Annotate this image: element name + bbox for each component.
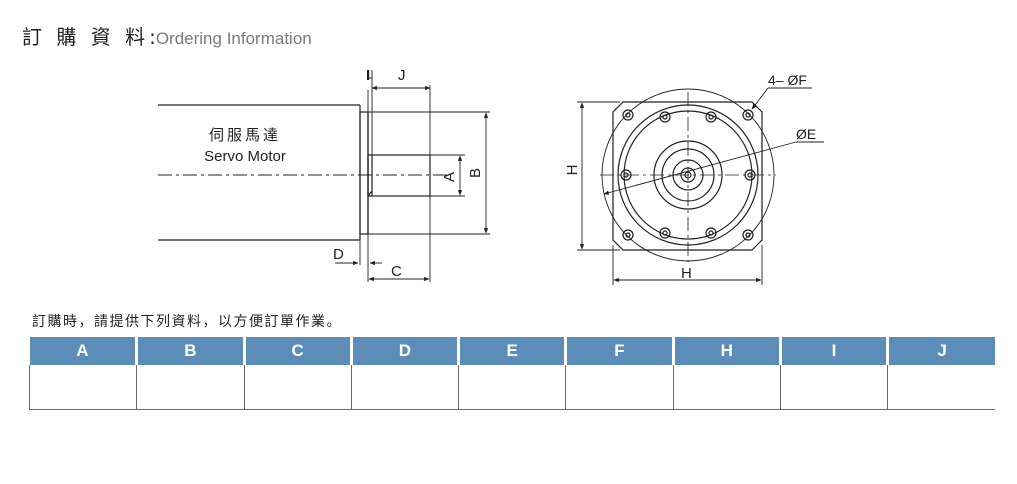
dim-label-j: J	[398, 67, 406, 84]
dim-label-f: 4– ØF	[768, 72, 807, 88]
spec-value-h[interactable]	[672, 365, 781, 410]
dimension-drawing: 伺服馬達 Servo Motor I J A B C D H H ØE 4– Ø…	[158, 67, 824, 285]
dim-label-c: C	[391, 263, 402, 280]
front-view	[577, 87, 824, 285]
dim-label-d: D	[333, 246, 344, 263]
spec-header-f: F	[564, 337, 674, 365]
spec-header-i: I	[778, 337, 888, 365]
spec-value-b[interactable]	[136, 365, 245, 410]
spec-value-c[interactable]	[243, 365, 352, 410]
title-colon: :	[149, 25, 156, 49]
spec-header-b: B	[135, 337, 245, 365]
spec-header-h: H	[671, 337, 781, 365]
motor-label-cn: 伺服馬達	[209, 126, 281, 144]
ordering-note: 訂購時，請提供下列資料，以方便訂單作業。	[32, 314, 342, 330]
dim-label-e: ØE	[796, 126, 816, 142]
spec-table: A B C D E F H I J	[28, 337, 995, 410]
side-view	[158, 70, 490, 282]
spec-value-a[interactable]	[28, 365, 137, 410]
spec-header-row: A B C D E F H I J	[29, 337, 995, 365]
spec-value-row	[28, 365, 995, 410]
dim-label-h-vertical: H	[564, 165, 581, 176]
spec-header-e: E	[457, 337, 566, 365]
dim-label-a: A	[441, 172, 458, 182]
spec-value-e[interactable]	[458, 365, 566, 410]
spec-value-d[interactable]	[350, 365, 459, 410]
spec-value-i[interactable]	[779, 365, 888, 410]
motor-label-en: Servo Motor	[204, 148, 286, 165]
title-chinese: 訂 購 資 料	[22, 25, 150, 49]
spec-header-j: J	[886, 337, 995, 365]
spec-header-a: A	[29, 337, 137, 365]
spec-value-j[interactable]	[887, 365, 995, 410]
dim-label-h-horizontal: H	[681, 265, 692, 282]
dim-label-i: I	[366, 67, 370, 84]
spec-header-c: C	[242, 337, 352, 365]
spec-header-d: D	[349, 337, 459, 365]
dim-label-b: B	[467, 168, 484, 178]
spec-value-f[interactable]	[565, 365, 674, 410]
page-title: 訂 購 資 料:Ordering Information	[22, 21, 312, 50]
title-english: Ordering Information	[155, 29, 312, 48]
